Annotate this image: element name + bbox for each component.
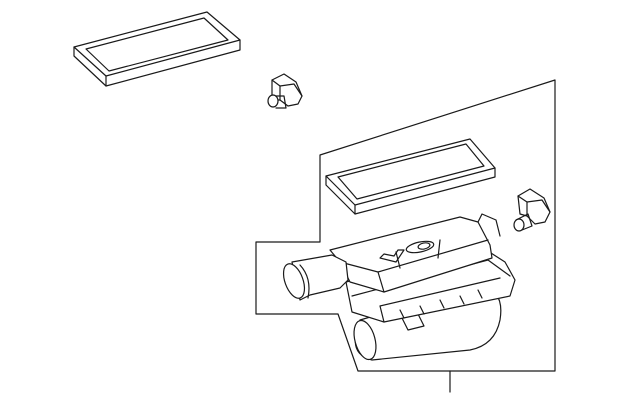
air-flow-sensor-in-assembly [513, 188, 551, 232]
assembly-bracket-outline [255, 79, 556, 372]
air-cleaner-assembly [282, 213, 516, 361]
air-flow-sensor [267, 73, 303, 109]
air-filter-element [73, 11, 241, 87]
air-filter-element-in-assembly [325, 138, 496, 215]
v8-logo [379, 249, 405, 263]
